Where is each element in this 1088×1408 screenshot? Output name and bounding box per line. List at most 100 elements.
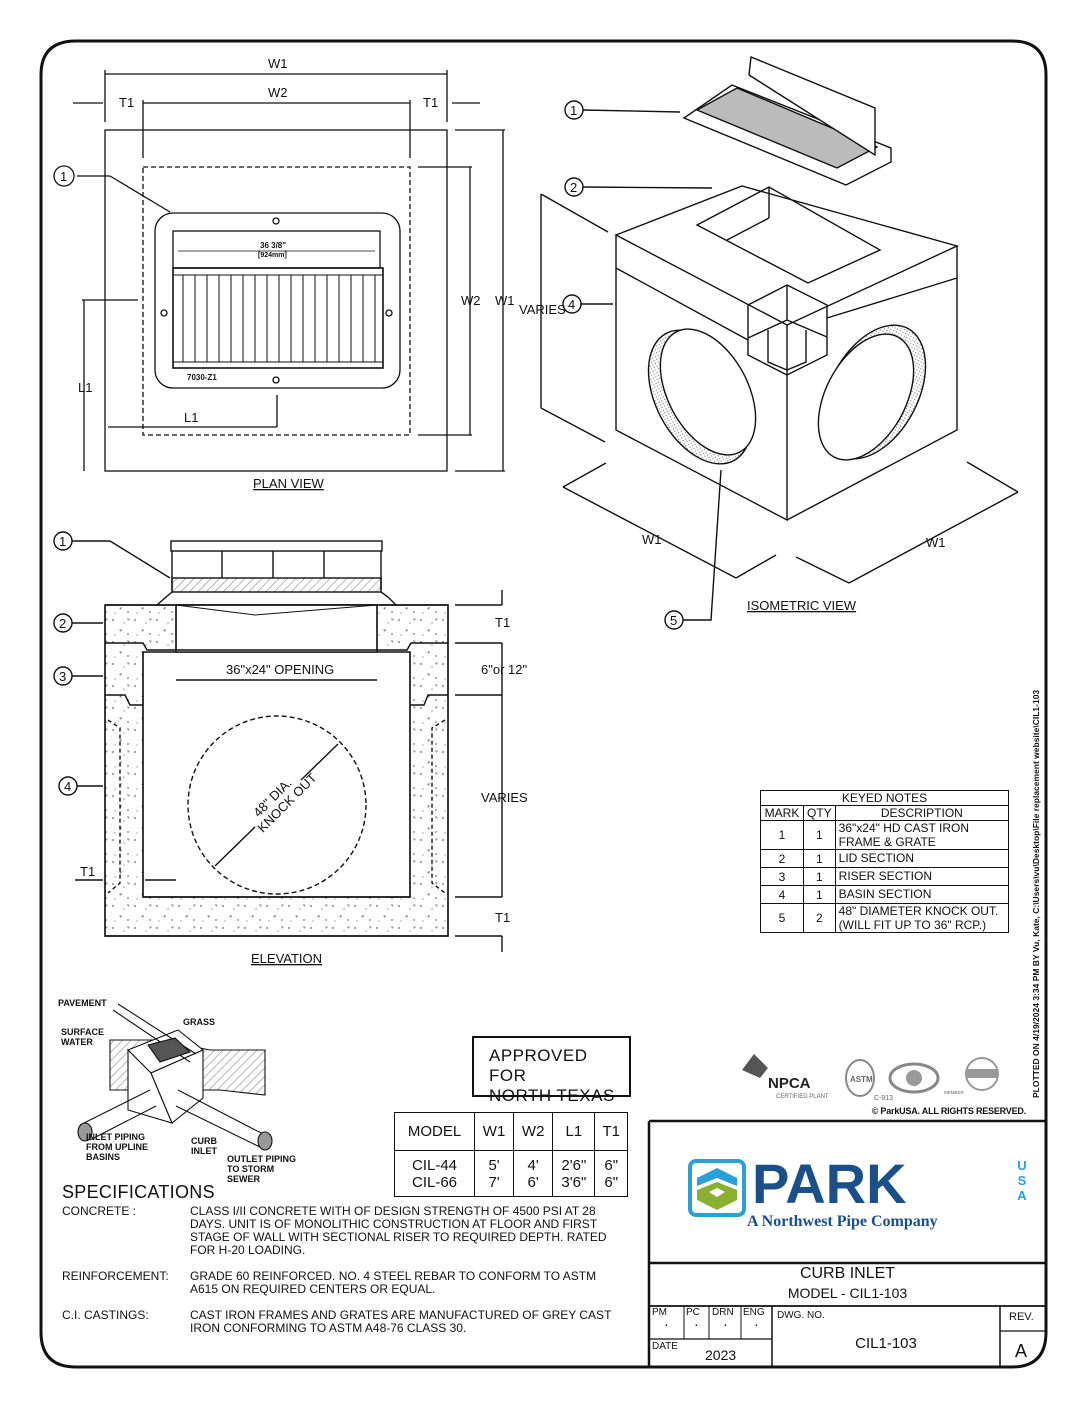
note-description: LID SECTION: [834, 849, 1010, 868]
date-value: 2023: [705, 1347, 737, 1363]
isometric-view-drawing: [540, 55, 1019, 630]
keyed-notes-row: 5 2 48" DIAMETER KNOCK OUT.(WILL FIT UP …: [760, 903, 1010, 933]
note-mark: 1: [760, 820, 804, 850]
curb-inlet-label-1: CURB: [191, 1136, 217, 1146]
approved-stamp: APPROVED FOR NORTH TEXAS: [472, 1036, 631, 1105]
note-mark: 2: [760, 849, 804, 868]
t1-header: T1: [594, 1112, 628, 1151]
sheet-border: [39, 39, 1048, 1369]
spec-key: REINFORCEMENT:: [62, 1269, 169, 1283]
drawing-model-line: MODEL - CIL1-103: [787, 1285, 908, 1301]
dwg-no-label: DWG. NO.: [777, 1310, 825, 1321]
outlet-piping-label-3: SEWER: [227, 1174, 261, 1184]
plan-view-drawing: [53, 70, 505, 472]
drawing-title: CURB INLET: [799, 1265, 896, 1282]
iso-w1-right-label: W1: [926, 535, 946, 550]
plan-w2-right-label: W2: [461, 293, 481, 308]
grate-model-number: 7030-Z1: [187, 373, 217, 382]
curb-inlet-label-2: INLET: [191, 1146, 218, 1156]
plan-l1-horizontal-label: L1: [184, 410, 198, 425]
specifications-title: SPECIFICATIONS: [62, 1182, 215, 1202]
keyed-notes-header-qty: QTY: [803, 805, 836, 821]
l1-cell: 2'6"3'6": [552, 1150, 596, 1197]
plan-t1-left-label: T1: [119, 95, 134, 110]
iso-callout-2: 2: [570, 180, 577, 195]
iso-callout-4: 4: [568, 297, 575, 312]
spec-value: CAST IRON FRAMES AND GRATES ARE MANUFACT…: [190, 1308, 612, 1335]
plan-callout-1: 1: [60, 169, 67, 184]
iso-varies-label: VARIES: [519, 302, 566, 317]
inlet-piping-label-3: BASINS: [86, 1152, 120, 1162]
society-logo-icon: [888, 1062, 940, 1094]
rev-value: A: [1015, 1341, 1028, 1361]
park-brand-wordmark: PARK: [752, 1152, 907, 1215]
elevation-t1-left-label: T1: [80, 864, 95, 879]
astm-logo-icon: [845, 1059, 875, 1097]
spec-key: C.I. CASTINGS:: [62, 1308, 149, 1322]
pc-value: .: [695, 1318, 698, 1329]
plotted-note: PLOTTED ON 4/19/2024 3:34 PM BY Vu, Kate…: [1031, 689, 1041, 1098]
keyed-notes-header-description: DESCRIPTION: [834, 805, 1010, 821]
note-qty: 1: [803, 849, 836, 868]
astm-logo-text: ASTM: [850, 1075, 873, 1084]
drn-label: DRN: [712, 1307, 734, 1318]
pc-label: PC: [686, 1307, 700, 1318]
elevation-callout-4: 4: [64, 779, 71, 794]
plan-w1-right-label: W1: [495, 293, 515, 308]
model-header: MODEL: [394, 1112, 475, 1151]
context-diagram: [77, 1003, 273, 1151]
iso-callout-5: 5: [670, 613, 677, 628]
approved-line-2: NORTH TEXAS: [489, 1086, 615, 1105]
w1-cell: 5'7': [473, 1150, 515, 1197]
dwg-no-value: CIL1-103: [855, 1335, 917, 1352]
park-brand-usa: USA: [1017, 1158, 1027, 1203]
w1-header: W1: [473, 1112, 515, 1151]
keyed-notes-header-mark: MARK: [760, 805, 804, 821]
astm-subtext: C-913: [874, 1095, 893, 1102]
spec-concrete: CONCRETE : CLASS I/II CONCRETE WITH OF D…: [62, 1205, 620, 1257]
note-qty: 1: [803, 820, 836, 850]
grate-dimension-mm: [924mm]: [258, 252, 287, 259]
spec-value: CLASS I/II CONCRETE WITH OF DESIGN STREN…: [190, 1204, 607, 1257]
plan-view-labels: W1 W2 T1 T1 W2 W1 L1 L1 36 3/8" [924mm] …: [60, 56, 515, 491]
spec-key: CONCRETE :: [62, 1204, 137, 1218]
elevation-riser-height-label: 6"or 12": [481, 662, 527, 677]
w2-cell: 4'6': [513, 1150, 554, 1197]
spec-castings: C.I. CASTINGS: CAST IRON FRAMES AND GRAT…: [62, 1309, 620, 1335]
outlet-piping-label-2: TO STORM: [227, 1164, 274, 1174]
spec-reinforcement: REINFORCEMENT: GRADE 60 REINFORCED. NO. …: [62, 1270, 620, 1296]
note-mark: 3: [760, 867, 804, 886]
elevation-callout-1: 1: [59, 534, 66, 549]
pm-label: PM: [652, 1307, 667, 1318]
inlet-piping-label-1: INLET PIPING: [86, 1132, 145, 1142]
eng-label: ENG: [743, 1307, 765, 1318]
elevation-drawing: [53, 531, 503, 952]
note-description: RISER SECTION: [834, 867, 1010, 886]
elevation-t1-top-label: T1: [495, 615, 510, 630]
note-description-line: (WILL FIT UP TO 36" RCP.): [838, 918, 987, 932]
approved-line-1: APPROVED FOR: [489, 1046, 588, 1085]
l1-header: L1: [552, 1112, 596, 1151]
note-mark: 4: [760, 885, 804, 904]
note-description: 48" DIAMETER KNOCK OUT.(WILL FIT UP TO 3…: [834, 903, 1010, 933]
pavement-label: PAVEMENT: [58, 998, 107, 1008]
drn-value: .: [724, 1318, 727, 1329]
note-description-line: FRAME & GRATE: [838, 835, 936, 849]
t1-cell: 6"6": [594, 1150, 628, 1197]
note-description: BASIN SECTION: [834, 885, 1010, 904]
keyed-notes-table: KEYED NOTES MARK QTY DESCRIPTION 1 1 36"…: [760, 790, 1010, 933]
plan-w2-label: W2: [268, 85, 288, 100]
elevation-t1-bottom-label: T1: [495, 910, 510, 925]
elevation-opening-label: 36"x24" OPENING: [226, 662, 334, 677]
elevation-callout-3: 3: [59, 669, 66, 684]
member-label: MEMBER: [944, 1090, 965, 1095]
iso-w1-left-label: W1: [642, 532, 662, 547]
note-description-line: 48" DIAMETER KNOCK OUT.: [838, 904, 999, 918]
elevation-title: ELEVATION: [251, 951, 322, 966]
